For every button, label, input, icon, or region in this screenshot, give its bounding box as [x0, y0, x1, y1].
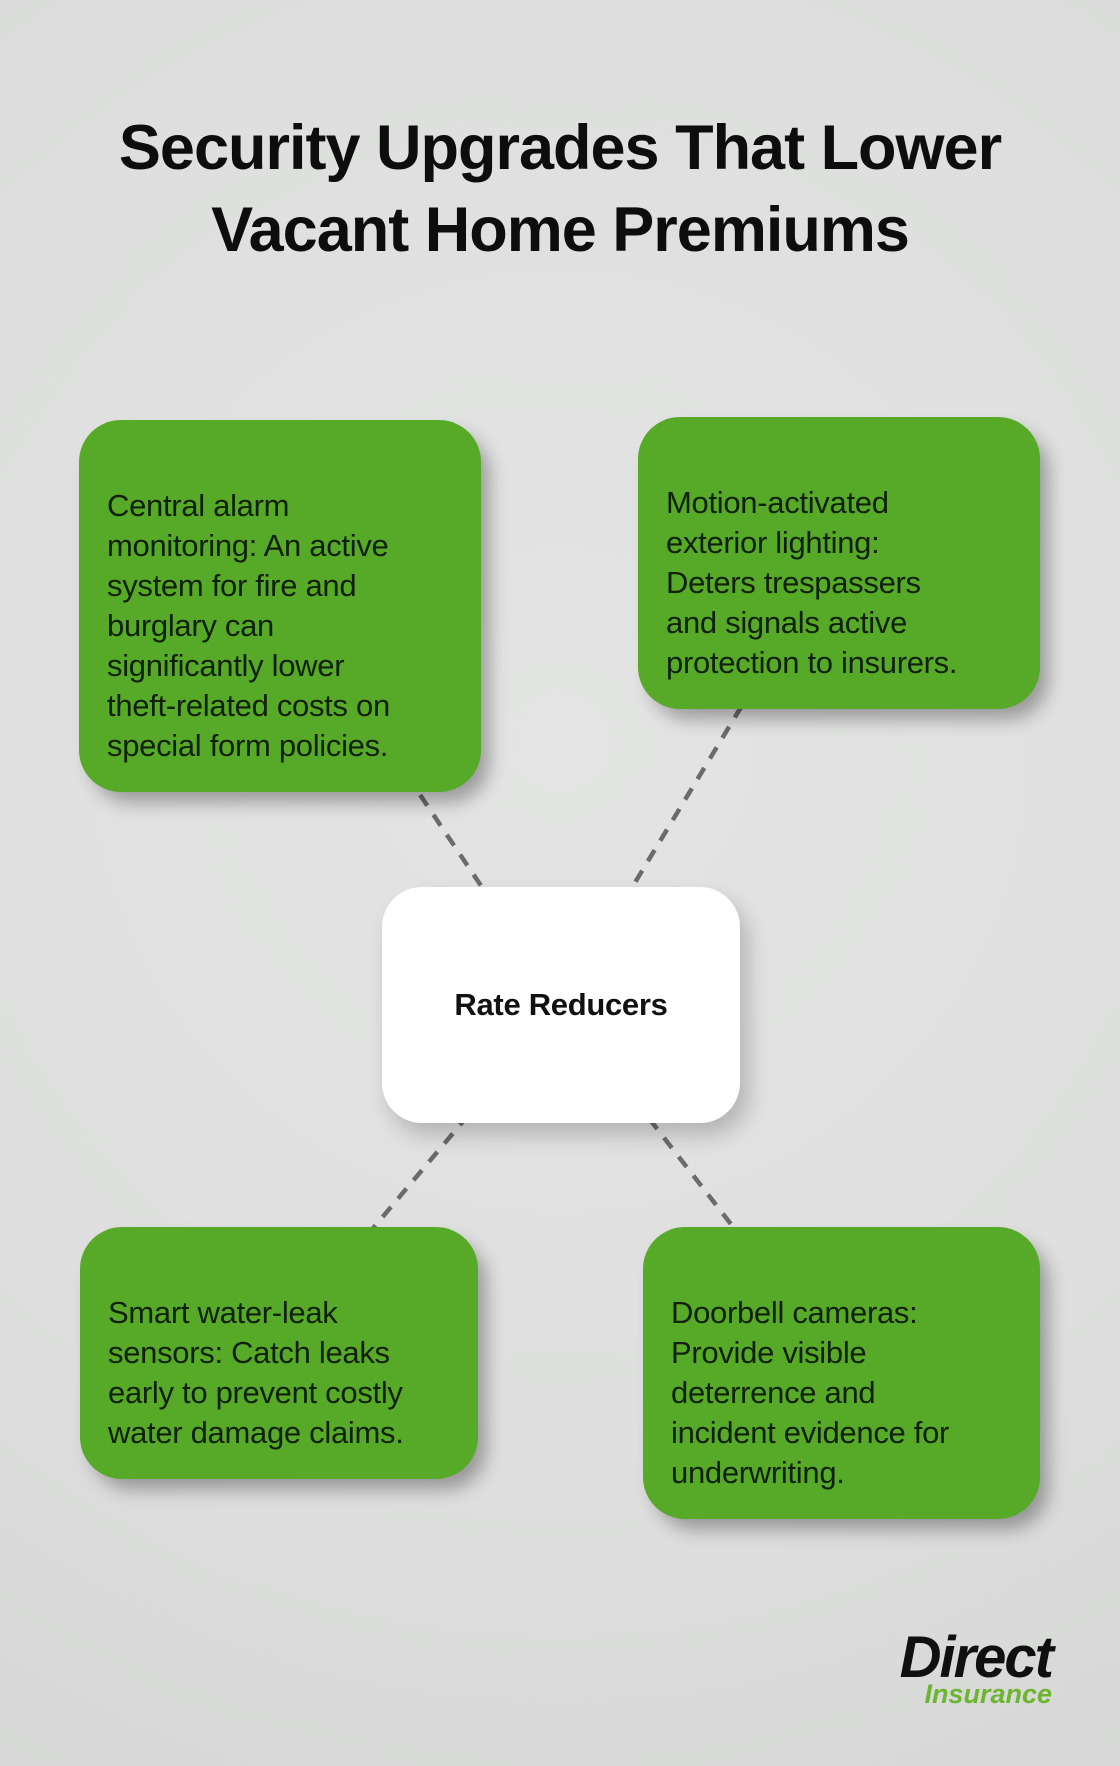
page-title: Security Upgrades That Lower Vacant Home… [118, 113, 1002, 265]
center-node-label: Rate Reducers [454, 987, 668, 1022]
center-node: Rate Reducers [382, 887, 740, 1123]
node-text: Doorbell cameras: Provide visible deterr… [671, 1295, 950, 1490]
logo-wordmark-insurance: Insurance [924, 1679, 1052, 1709]
node-smart-water-leak-sensors: Smart water-leak sensors: Catch leaks ea… [80, 1227, 478, 1479]
node-text: Smart water-leak sensors: Catch leaks ea… [108, 1295, 404, 1450]
node-doorbell-cameras: Doorbell cameras: Provide visible deterr… [643, 1227, 1040, 1519]
node-central-alarm-monitoring: Central alarm monitoring: An active syst… [79, 420, 481, 792]
node-text: Central alarm monitoring: An active syst… [107, 488, 390, 763]
direct-insurance-logo: Direct Insurance [899, 1625, 1054, 1709]
node-text: Motion-activated exterior lighting: Dete… [666, 485, 958, 680]
logo-wordmark-direct: Direct [899, 1625, 1054, 1690]
node-motion-activated-lighting: Motion-activated exterior lighting: Dete… [638, 417, 1040, 709]
connector-top-right [559, 543, 841, 1007]
